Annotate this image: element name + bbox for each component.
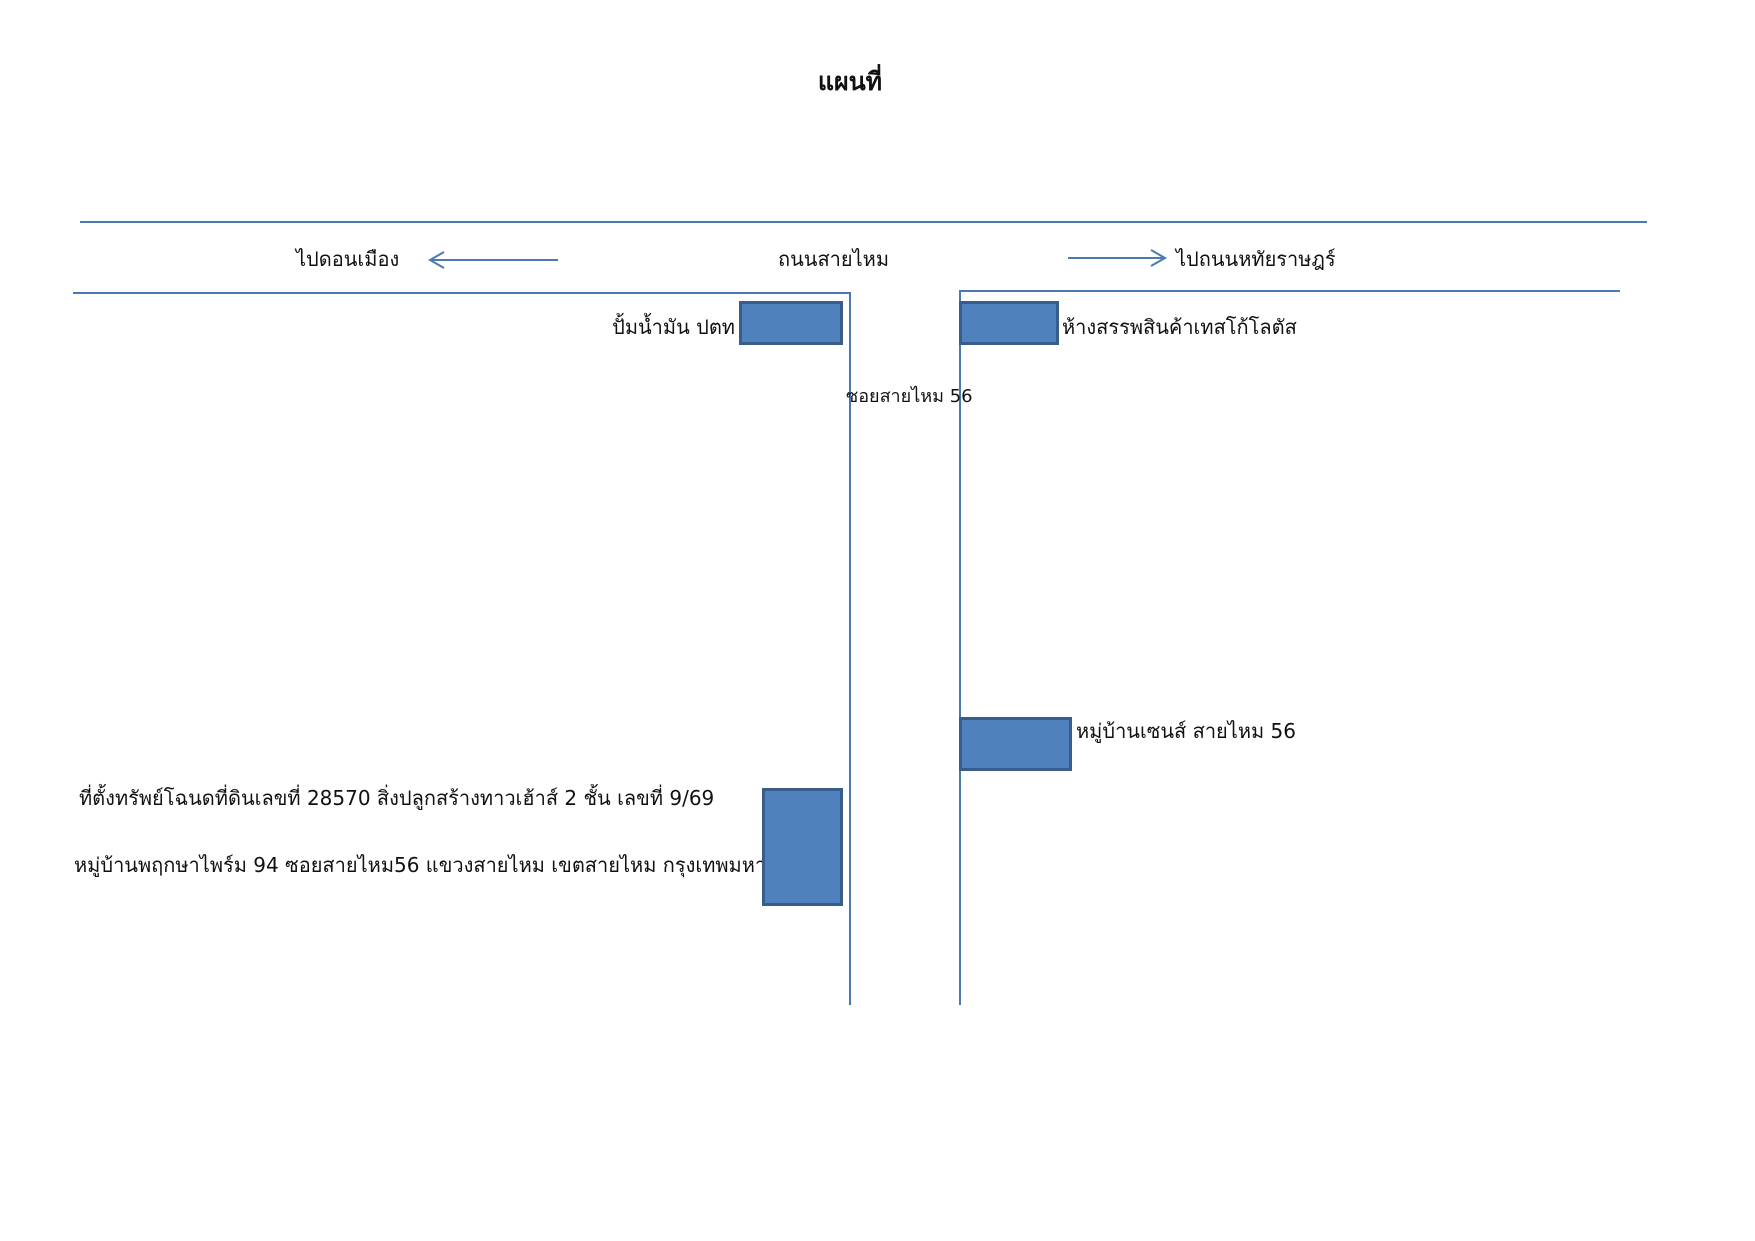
left-arrow-icon <box>428 250 560 270</box>
zen-village-marker <box>959 717 1072 771</box>
right-arrow-icon <box>1068 248 1168 268</box>
gas-station-marker <box>739 301 843 345</box>
map-title: แผนที่ <box>817 67 883 96</box>
tesco-lotus-marker <box>959 301 1059 345</box>
gas-station-label: ปั้มน้ำมัน ปตท <box>612 315 735 339</box>
main-road-top-edge <box>80 221 1647 223</box>
main-road-bottom-edge-right <box>960 290 1620 292</box>
main-road-bottom-edge-left <box>73 292 851 294</box>
left-direction-label: ไปดอนเมือง <box>296 247 400 271</box>
soi-name-label: ซอยสายไหม 56 <box>846 386 973 407</box>
zen-village-label: หมู่บ้านเซนส์ สายไหม 56 <box>1076 719 1296 743</box>
right-direction-label: ไปถนนหทัยราษฎร์ <box>1176 247 1336 271</box>
property-label-line1: ที่ตั้งทรัพย์โฉนดที่ดินเลขที่ 28570 สิ่ง… <box>79 786 715 810</box>
main-road-name: ถนนสายไหม <box>778 247 890 271</box>
tesco-lotus-label: ห้างสรรพสินค้าเทสโก้โลตัส <box>1062 315 1297 339</box>
property-label-line2: หมู่บ้านพฤกษาไพร์ม 94 ซอยสายไหม56 แขวงสา… <box>74 853 804 877</box>
property-marker <box>762 788 843 906</box>
soi-left-edge <box>849 292 851 1005</box>
soi-right-edge <box>959 290 961 1005</box>
